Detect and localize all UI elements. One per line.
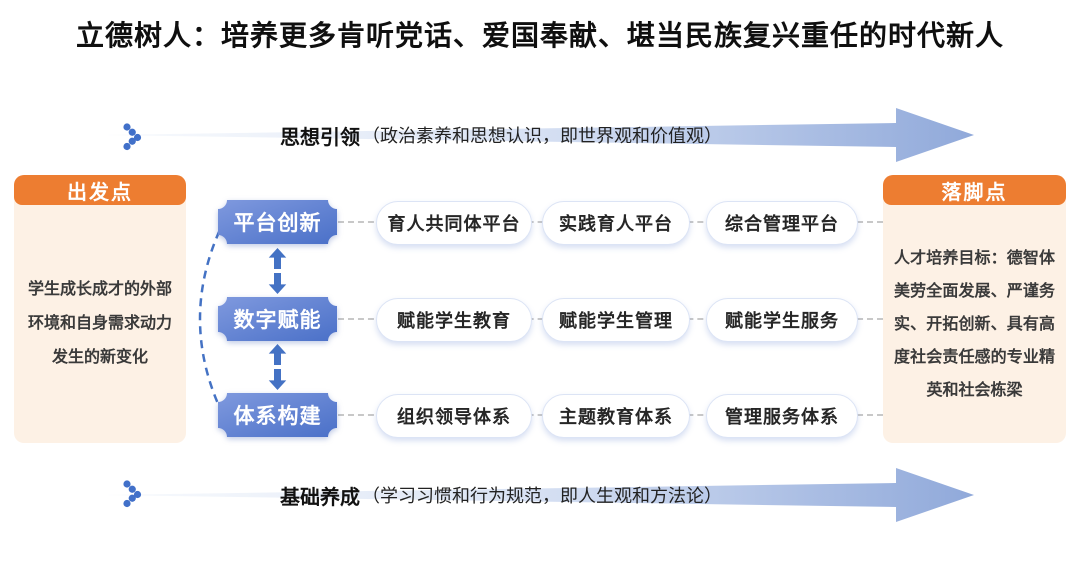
pill-item: 综合管理平台 [706, 201, 858, 245]
dotted-chevron-right-icon [123, 123, 142, 151]
down-arrow-icon [268, 369, 287, 390]
pill-item: 管理服务体系 [706, 394, 858, 438]
bidirectional-arrows [266, 344, 289, 390]
ending-point-card: 落脚点 人才培养目标：德智体美劳全面发展、严谨务实、开拓创新、具有高度社会责任感… [883, 175, 1066, 443]
category-node-label: 平台创新 [233, 212, 322, 235]
up-arrow-icon [268, 248, 287, 269]
category-node-label: 体系构建 [233, 405, 322, 428]
pill-item: 赋能学生服务 [706, 298, 858, 342]
bottom-arrow-description: （学习习惯和行为规范，即人生观和方法论） [362, 486, 722, 506]
category-node-system: 体系构建 [218, 393, 337, 437]
category-node-label: 数字赋能 [233, 309, 322, 332]
top-arrow-label: 思想引领 [280, 126, 360, 149]
bottom-arrow-text: 基础养成 （学习习惯和行为规范，即人生观和方法论） [280, 447, 722, 543]
plaque-shape [218, 297, 337, 341]
plaque-shape [218, 200, 337, 244]
starting-point-card: 出发点 学生成长成才的外部环境和自身需求动力发生的新变化 [14, 175, 186, 443]
down-arrow-icon [268, 273, 287, 294]
starting-point-body: 学生成长成才的外部环境和自身需求动力发生的新变化 [27, 281, 172, 366]
bottom-gradient-arrow: 基础养成 （学习习惯和行为规范，即人生观和方法论） [100, 447, 980, 543]
up-arrow-icon [268, 344, 287, 365]
right-arrow-shape [106, 468, 974, 522]
pill-item: 组织领导体系 [376, 394, 532, 438]
pill-item: 主题教育体系 [542, 394, 690, 438]
ending-point-body: 人才培养目标：德智体美劳全面发展、严谨务实、开拓创新、具有高度社会责任感的专业精… [894, 249, 1055, 399]
category-node-digital: 数字赋能 [218, 297, 337, 341]
plaque-shape [218, 393, 337, 437]
starting-point-header: 出发点 [14, 175, 186, 205]
ending-point-header: 落脚点 [883, 175, 1066, 205]
pill-item: 育人共同体平台 [376, 201, 532, 245]
bottom-arrow-label: 基础养成 [280, 486, 360, 509]
right-arrow-shape [106, 108, 974, 162]
pill-item: 实践育人平台 [542, 201, 690, 245]
pill-item: 赋能学生管理 [542, 298, 690, 342]
category-node-platform: 平台创新 [218, 200, 337, 244]
page-title: 立德树人：培养更多肯听党话、爱国奉献、堪当民族复兴重任的时代新人 [75, 20, 1004, 51]
top-gradient-arrow: 思想引领 （政治素养和思想认识，即世界观和价值观） [100, 87, 980, 183]
bidirectional-arrows [266, 248, 289, 294]
top-arrow-description: （政治素养和思想认识，即世界观和价值观） [362, 126, 722, 146]
pill-item: 赋能学生教育 [376, 298, 532, 342]
dotted-chevron-right-icon [123, 480, 142, 508]
top-arrow-text: 思想引领 （政治素养和思想认识，即世界观和价值观） [280, 87, 722, 183]
